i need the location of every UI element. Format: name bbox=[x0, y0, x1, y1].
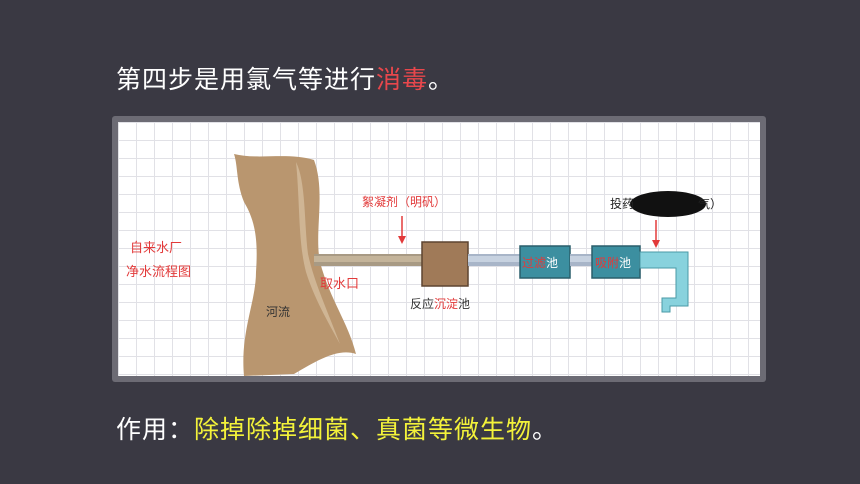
heading: 第四步是用氯气等进行消毒。 bbox=[116, 60, 454, 96]
heading-highlight: 消毒 bbox=[376, 65, 429, 94]
diagram-title-line2: 净水流程图 bbox=[126, 265, 191, 280]
intake-label: 取水口 bbox=[320, 277, 359, 292]
diagram-frame: 自来水厂 净水流程图 河流 取水口 絮凝剂（明矾） 反应沉淀池 过滤池 吸附池 … bbox=[112, 116, 766, 382]
sedimentation-tank bbox=[421, 241, 469, 287]
footer: 作用：除掉除掉细菌、真菌等微生物。 bbox=[116, 410, 558, 446]
footer-label: 作用： bbox=[116, 415, 195, 444]
heading-suffix: 。 bbox=[428, 65, 455, 94]
water-plant-diagram: 自来水厂 净水流程图 河流 取水口 絮凝剂（明矾） 反应沉淀池 过滤池 吸附池 … bbox=[118, 122, 760, 376]
heading-prefix: 第四步是用氯气等进行 bbox=[116, 65, 377, 94]
intake-pipe-inner bbox=[314, 256, 422, 262]
pipe-to-adsorb-inner bbox=[570, 256, 592, 262]
pipe-to-filter-inner bbox=[468, 256, 520, 262]
river-light bbox=[296, 162, 340, 344]
tank-label: 反应沉淀池 bbox=[410, 296, 470, 311]
river-shape bbox=[234, 154, 356, 376]
redaction-blob bbox=[630, 191, 706, 217]
adsorb-label: 吸附池 bbox=[595, 256, 631, 270]
filter-label-red: 过滤 bbox=[522, 256, 546, 270]
footer-highlight: 除掉除掉细菌、真菌等微生物 bbox=[194, 415, 533, 444]
diagram-title-line1: 自来水厂 bbox=[130, 241, 182, 256]
tank-label-suffix: 池 bbox=[458, 297, 470, 311]
outlet-pipe bbox=[639, 251, 689, 313]
filter-label-suffix: 池 bbox=[546, 256, 558, 270]
chlorine-arrow-head bbox=[652, 240, 660, 248]
adsorb-label-red: 吸附 bbox=[595, 256, 619, 270]
chlorine-label-tail: 气） bbox=[698, 196, 722, 211]
adsorption-tank bbox=[591, 245, 641, 279]
coagulant-arrow-head bbox=[398, 236, 406, 244]
adsorb-label-suffix: 池 bbox=[619, 256, 631, 270]
tank-label-red: 沉淀 bbox=[434, 297, 458, 311]
river-label: 河流 bbox=[266, 305, 290, 319]
tank-label-prefix: 反应 bbox=[410, 296, 434, 311]
filter-label: 过滤池 bbox=[522, 256, 558, 270]
diagram-svg: 自来水厂 净水流程图 河流 取水口 絮凝剂（明矾） 反应沉淀池 过滤池 吸附池 … bbox=[126, 154, 722, 376]
filter-tank bbox=[519, 245, 571, 279]
footer-suffix: 。 bbox=[532, 415, 559, 444]
chlorine-label-visible: 投药 bbox=[610, 196, 634, 211]
coagulant-label: 絮凝剂（明矾） bbox=[362, 194, 446, 209]
